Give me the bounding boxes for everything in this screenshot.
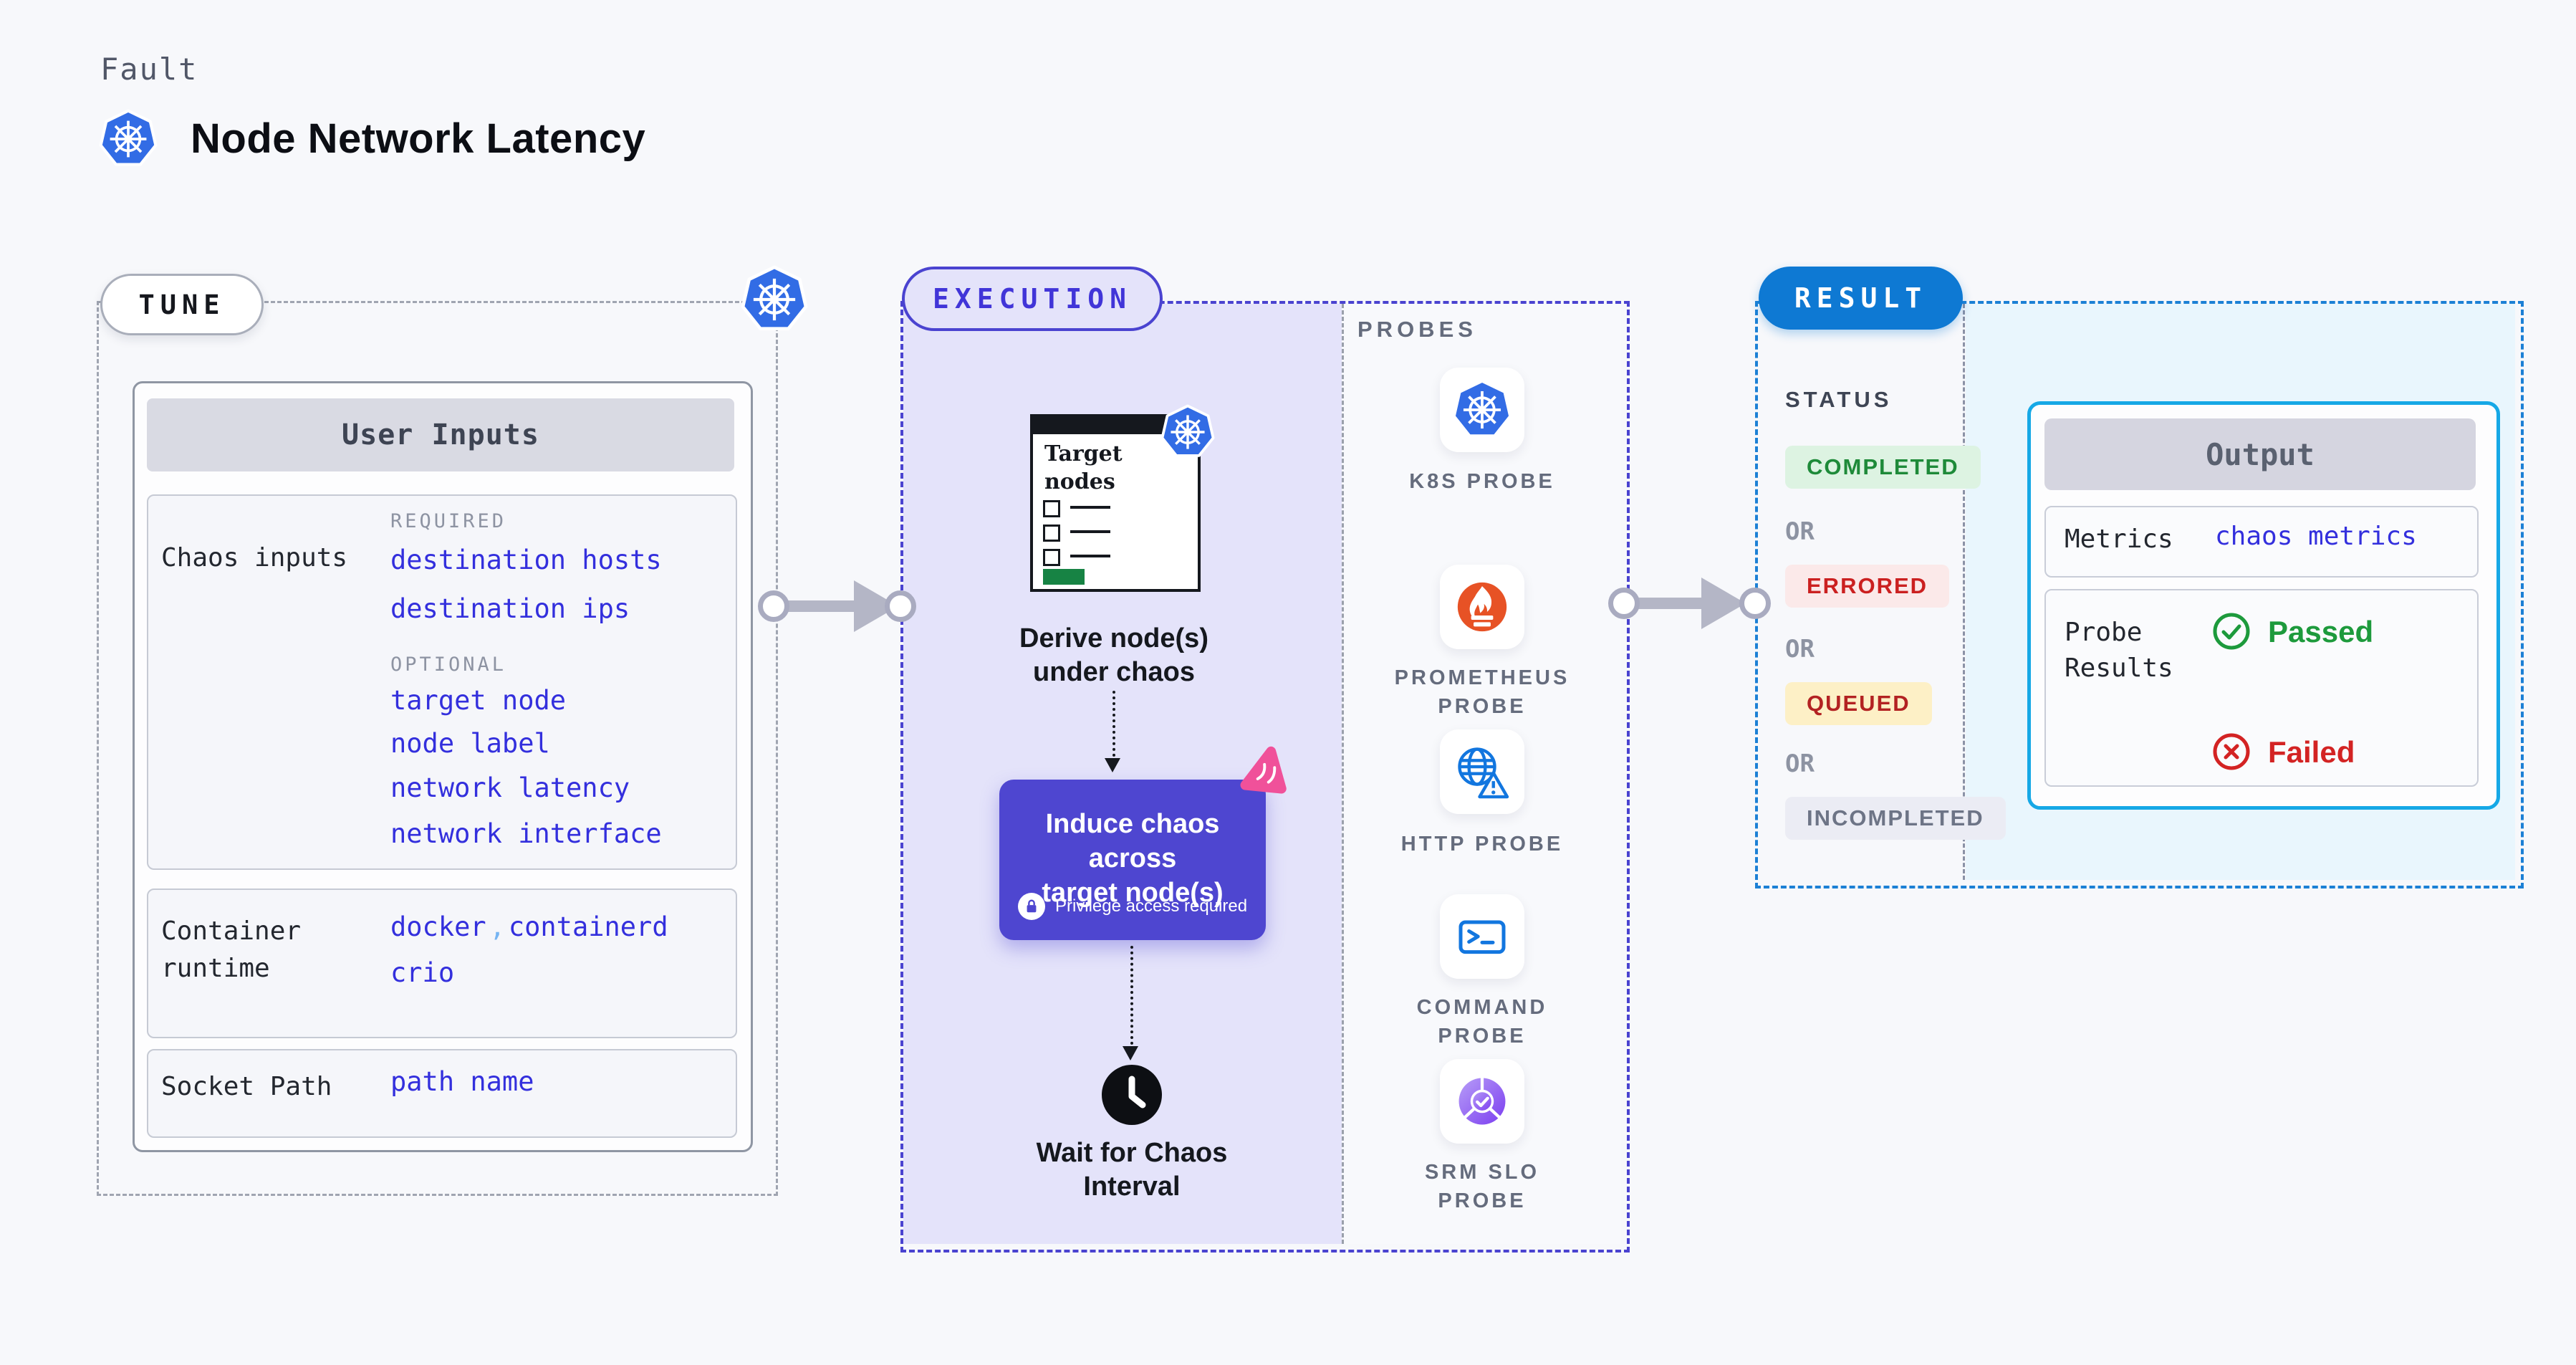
container-runtime-label: Container runtime xyxy=(161,916,302,983)
optional-heading: OPTIONAL xyxy=(390,653,507,676)
link-docker[interactable]: docker xyxy=(390,911,486,942)
checkbox-icon xyxy=(1043,500,1060,517)
status-badge-errored: ERRORED xyxy=(1785,565,1950,608)
litmus-chaos-icon xyxy=(1240,746,1287,794)
clock-icon xyxy=(1102,1065,1162,1125)
chaos-inputs-row xyxy=(147,494,737,870)
list-line xyxy=(1070,555,1110,557)
user-inputs-title: User Inputs xyxy=(147,398,734,471)
link-network-interface[interactable]: network interface xyxy=(390,818,662,849)
link-node-label[interactable]: node label xyxy=(390,728,550,759)
probe-results-label: Probe Results xyxy=(2065,618,2173,683)
target-nodes-title: Target nodes xyxy=(1044,441,1123,494)
chaos-inputs-label: Chaos inputs xyxy=(161,543,348,573)
connector-ring xyxy=(1608,588,1640,619)
output-title: Output xyxy=(2044,418,2476,490)
prometheus-icon xyxy=(1457,582,1507,632)
status-divider xyxy=(1963,304,1965,880)
probes-divider xyxy=(1342,304,1344,1244)
runtime-separator: , xyxy=(489,911,506,942)
flow-connector xyxy=(1130,946,1133,1045)
metrics-label: Metrics xyxy=(2065,525,2173,554)
passed-label: Passed xyxy=(2268,615,2374,648)
connector-ring xyxy=(885,590,916,622)
probes-heading: PROBES xyxy=(1357,317,1477,342)
probe-card-srm-slo xyxy=(1440,1059,1524,1144)
probe-card-command xyxy=(1440,894,1524,979)
metrics-row xyxy=(2044,506,2479,578)
status-badge-incompleted: INCOMPLETED xyxy=(1785,797,2006,840)
status-badge-completed: COMPLETED xyxy=(1785,446,1981,489)
link-containerd[interactable]: containerd xyxy=(508,911,668,942)
terminal-icon xyxy=(1458,920,1506,954)
probe-label-k8s: K8S PROBE xyxy=(1409,470,1555,493)
induce-chaos-line2: target node(s) xyxy=(1042,878,1224,908)
kubernetes-icon xyxy=(1160,404,1215,460)
link-destination-ips[interactable]: destination ips xyxy=(390,593,630,624)
link-target-node[interactable]: target node xyxy=(390,685,567,716)
page-title: Node Network Latency xyxy=(191,115,646,162)
x-circle-icon xyxy=(2213,733,2250,770)
kubernetes-icon xyxy=(741,265,808,334)
check-circle-icon xyxy=(2213,613,2250,650)
flow-connector xyxy=(1112,691,1115,757)
checkbox-icon xyxy=(1043,525,1060,542)
http-globe-icon xyxy=(1458,747,1509,799)
status-badge-queued: QUEUED xyxy=(1785,682,1932,725)
tune-section-frame xyxy=(97,301,778,1196)
lock-icon xyxy=(1017,893,1045,920)
socket-path-row xyxy=(147,1049,737,1138)
flow-arrowhead xyxy=(1105,758,1120,772)
checkbox-icon xyxy=(1043,549,1060,566)
link-destination-hosts[interactable]: destination hosts xyxy=(390,545,662,575)
connector-ring xyxy=(758,590,789,622)
list-line xyxy=(1070,530,1110,533)
execution-to-result-arrow xyxy=(1628,598,1705,609)
link-crio[interactable]: crio xyxy=(390,957,455,988)
container-runtime-row xyxy=(147,889,737,1038)
probe-results-row xyxy=(2044,589,2479,787)
step-wait-interval: Wait for Chaos Interval xyxy=(1036,1138,1228,1202)
probe-label-prometheus: PROMETHEUS PROBE xyxy=(1394,666,1570,718)
flow-arrowhead xyxy=(1123,1046,1138,1060)
privilege-note: Privilege access required xyxy=(1054,896,1248,916)
connector-ring xyxy=(1739,588,1771,619)
status-heading: STATUS xyxy=(1785,387,1893,412)
execution-section-frame xyxy=(900,301,1630,1253)
socket-path-label: Socket Path xyxy=(161,1072,332,1101)
probe-card-k8s xyxy=(1440,368,1524,452)
tune-to-execution-arrow xyxy=(777,600,857,612)
probe-card-http xyxy=(1440,729,1524,814)
execution-section-label: EXECUTION xyxy=(902,267,1163,331)
result-section-label: RESULT xyxy=(1759,267,1963,330)
green-button-shape xyxy=(1043,569,1085,585)
induce-chaos-line1: Induce chaos across xyxy=(1045,809,1220,873)
step-derive-nodes: Derive node(s) under chaos xyxy=(1019,623,1208,687)
or-label: OR xyxy=(1785,749,1815,778)
link-path-name[interactable]: path name xyxy=(390,1066,534,1097)
fault-eyebrow: Fault xyxy=(100,52,198,87)
kubernetes-icon xyxy=(1452,379,1512,441)
failed-label: Failed xyxy=(2268,735,2355,769)
induce-chaos-card: Induce chaos across target node(s) Privi… xyxy=(999,780,1266,940)
link-chaos-metrics[interactable]: chaos metrics xyxy=(2215,522,2417,551)
slo-pie-icon xyxy=(1458,1078,1506,1125)
probe-label-srm-slo: SRM SLO PROBE xyxy=(1424,1161,1540,1212)
kubernetes-icon xyxy=(99,109,158,169)
tune-section-label: TUNE xyxy=(100,274,264,335)
probe-card-prometheus xyxy=(1440,565,1524,649)
or-label: OR xyxy=(1785,635,1815,664)
execution-to-result-arrowhead xyxy=(1701,578,1746,629)
link-network-latency[interactable]: network latency xyxy=(390,772,630,803)
probe-label-http: HTTP PROBE xyxy=(1400,833,1564,856)
probe-label-command: COMMAND PROBE xyxy=(1416,996,1548,1048)
or-label: OR xyxy=(1785,517,1815,546)
list-line xyxy=(1070,506,1110,509)
required-heading: REQUIRED xyxy=(390,510,507,532)
